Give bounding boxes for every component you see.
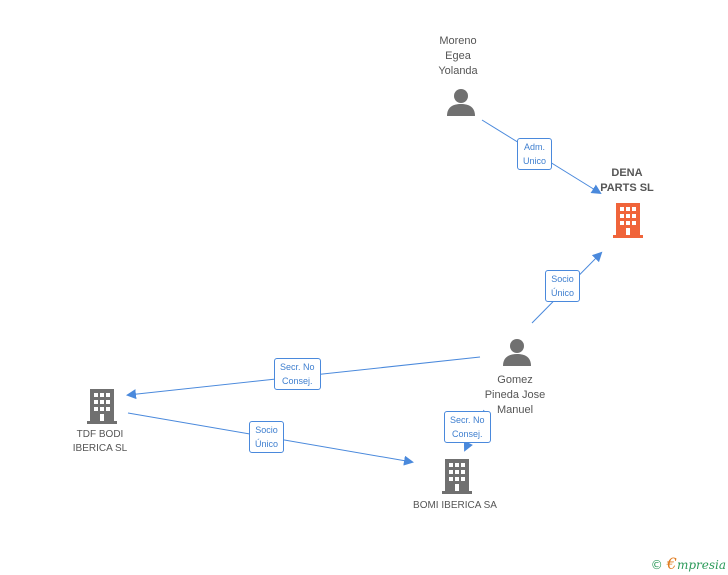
building-icon-main[interactable] (613, 203, 643, 238)
node-moreno-line-1: Moreno (439, 35, 477, 47)
edge-label-socio-unico-bomi[interactable]: Socio Único (249, 421, 285, 453)
node-dena-label[interactable]: DENA PARTS SL (592, 166, 662, 196)
edge-label-secr-tdf[interactable]: Secr. No Consej. (274, 358, 321, 390)
edge-label-line: Secr. No (280, 362, 315, 372)
node-dena-line-1: DENA (611, 167, 643, 179)
node-bomi-label[interactable]: BOMI IBERICA SA (400, 499, 510, 513)
edge-label-line: Único (551, 288, 575, 298)
edge-label-line: Consej. (282, 376, 313, 386)
edge-label-secr-bomi[interactable]: Secr. No Consej. (444, 411, 491, 443)
edge-label-socio-unico-dena[interactable]: Socio Único (545, 270, 581, 302)
node-bomi-line-1: BOMI IBERICA SA (413, 500, 497, 511)
node-gomez-label[interactable]: Gomez Pineda Jose Manuel (474, 373, 556, 418)
node-gomez-line-2: Pineda Jose (484, 389, 546, 401)
edge-label-line: Socio (551, 274, 574, 284)
node-gomez-line-1: Gomez (497, 374, 533, 386)
node-tdf-label[interactable]: TDF BODI IBERICA SL (55, 428, 145, 456)
person-icon[interactable] (502, 338, 532, 367)
building-icon[interactable] (87, 389, 117, 424)
node-moreno-line-2: Egea (445, 50, 471, 62)
edge-label-line: Adm. (524, 142, 546, 152)
person-icon[interactable] (446, 88, 476, 117)
edge-label-adm-unico[interactable]: Adm. Unico (517, 138, 553, 170)
edge-label-line: Secr. No (450, 415, 485, 425)
brand-name: mpresia (676, 558, 726, 572)
node-dena-line-2: PARTS SL (600, 182, 654, 194)
edge-label-line: Único (255, 439, 279, 449)
node-tdf-line-1: TDF BODI (76, 429, 124, 440)
node-moreno-label[interactable]: Moreno Egea Yolanda (420, 34, 496, 79)
brand-mark: € (666, 554, 677, 573)
empresia-logo[interactable]: ©€mpresia (651, 554, 726, 573)
copyright-icon: © (650, 558, 663, 572)
building-icon[interactable] (442, 459, 472, 494)
node-gomez-line-3: Manuel (496, 404, 534, 416)
edge-label-line: Socio (255, 425, 278, 435)
edge-label-line: Consej. (452, 429, 483, 439)
node-moreno-line-3: Yolanda (438, 65, 478, 77)
edge-label-line: Unico (523, 156, 547, 166)
node-tdf-line-2: IBERICA SL (72, 443, 128, 454)
